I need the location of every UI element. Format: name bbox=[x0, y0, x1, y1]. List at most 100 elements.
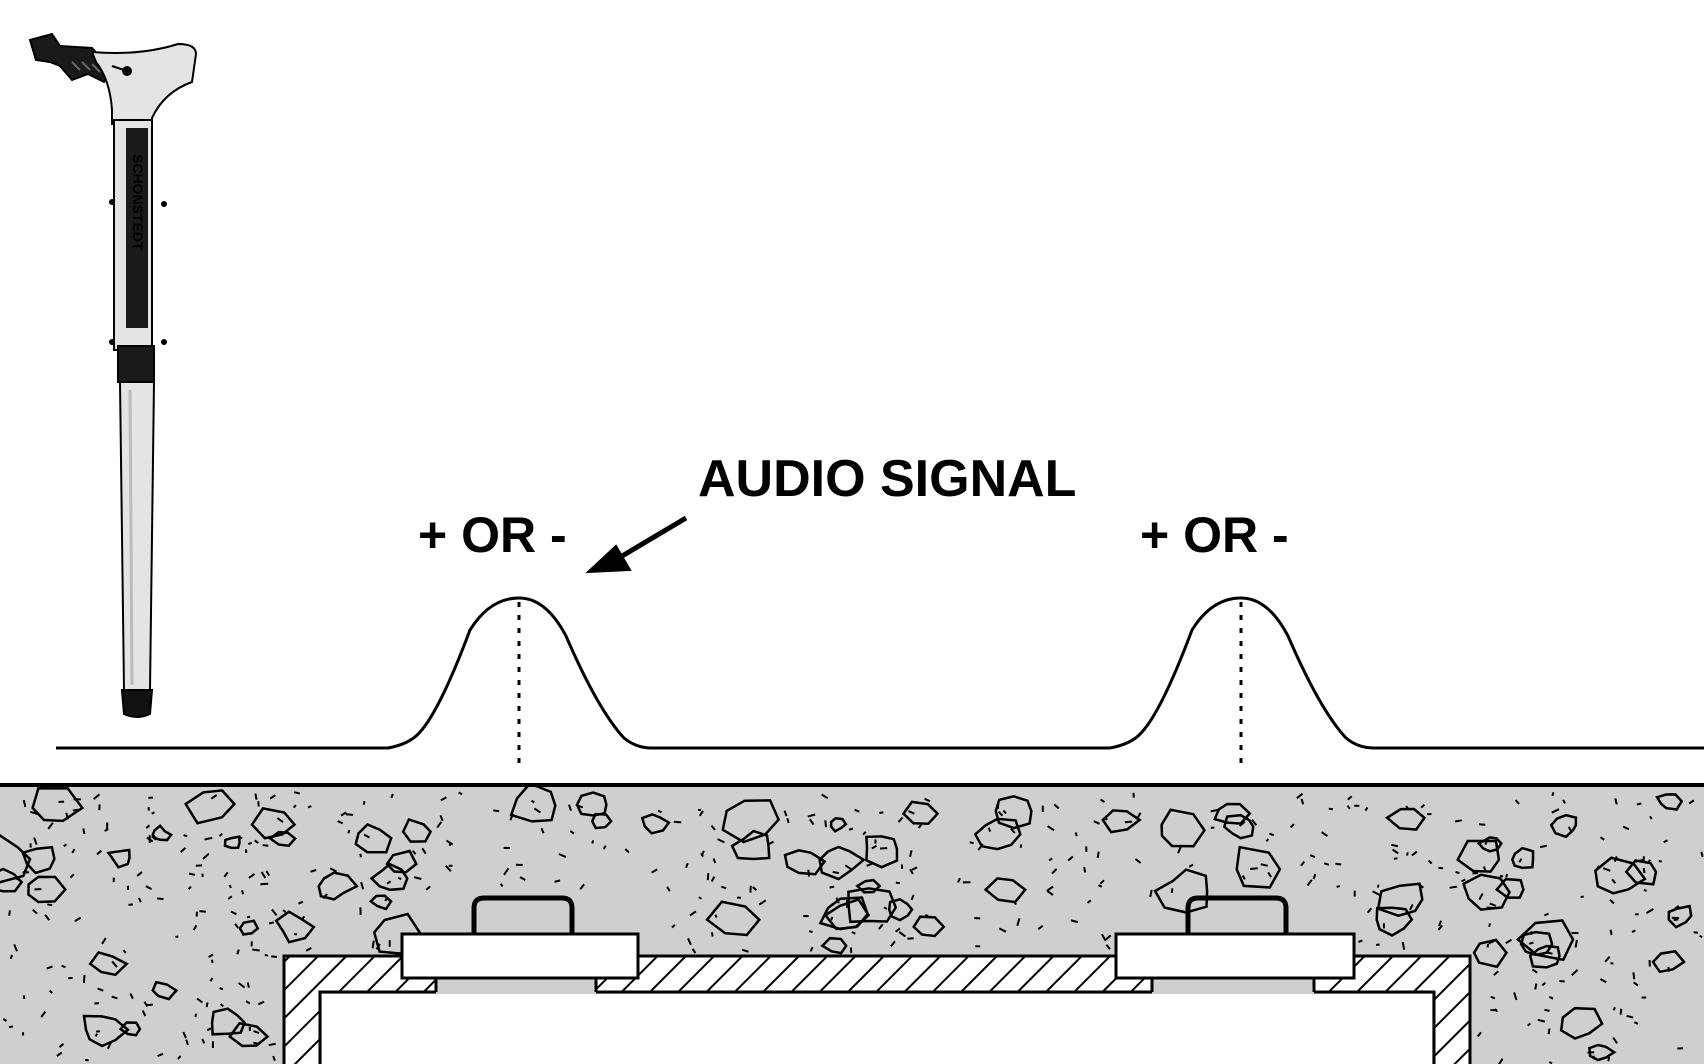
aggregate-speck bbox=[310, 869, 317, 873]
aggregate-stone bbox=[385, 849, 418, 874]
aggregate-speck bbox=[143, 1001, 149, 1008]
aggregate-speck bbox=[1613, 856, 1618, 862]
aggregate-speck bbox=[146, 836, 154, 843]
aggregate-speck bbox=[241, 890, 245, 895]
aggregate-speck bbox=[651, 868, 658, 874]
aggregate-speck bbox=[1096, 851, 1100, 858]
aggregate-speck bbox=[808, 930, 813, 933]
aggregate-speck bbox=[137, 897, 142, 903]
aggregate-speck bbox=[268, 1042, 276, 1047]
manhole-cover-right bbox=[1114, 895, 1356, 980]
aggregate-speck bbox=[371, 940, 375, 949]
aggregate-speck bbox=[1241, 875, 1246, 880]
aggregate-speck bbox=[1619, 1008, 1623, 1015]
aggregate-speck bbox=[72, 808, 79, 812]
aggregate-speck bbox=[1688, 799, 1695, 805]
audio-signal-trace bbox=[56, 596, 1704, 750]
aggregate-speck bbox=[1693, 931, 1699, 934]
aggregate-speck bbox=[1391, 843, 1399, 848]
aggregate-speck bbox=[44, 914, 50, 921]
aggregate-speck bbox=[1309, 854, 1316, 859]
aggregate-speck bbox=[458, 791, 463, 796]
aggregate-speck bbox=[101, 937, 107, 945]
aggregate-speck bbox=[1251, 819, 1258, 826]
aggregate-speck bbox=[238, 982, 246, 989]
aggregate-speck bbox=[898, 931, 906, 938]
aggregate-speck bbox=[188, 872, 196, 876]
aggregate-speck bbox=[911, 866, 918, 871]
aggregate-stone bbox=[1384, 807, 1427, 831]
aggregate-speck bbox=[671, 924, 676, 929]
aggregate-speck bbox=[1505, 938, 1513, 945]
aggregate-speck bbox=[63, 843, 68, 847]
aggregate-speck bbox=[996, 801, 1000, 809]
aggregate-speck bbox=[1449, 885, 1458, 889]
aggregate-speck bbox=[347, 829, 351, 834]
aggregate-speck bbox=[1134, 858, 1142, 864]
aggregate-stone bbox=[1494, 877, 1525, 899]
aggregate-speck bbox=[1391, 848, 1399, 855]
aggregate-speck bbox=[413, 876, 422, 880]
aggregate-speck bbox=[1474, 874, 1480, 879]
aggregate-stone bbox=[238, 919, 260, 936]
aggregate-speck bbox=[998, 927, 1007, 933]
aggregate-speck bbox=[1409, 903, 1414, 911]
aggregate-speck bbox=[1486, 943, 1490, 948]
aggregate-speck bbox=[830, 916, 834, 921]
aggregate-speck bbox=[1149, 889, 1153, 898]
aggregate-speck bbox=[1478, 893, 1484, 901]
aggregate-stone bbox=[823, 897, 871, 931]
aggregate-speck bbox=[128, 903, 134, 906]
aggregate-stone bbox=[1667, 904, 1693, 929]
aggregate-speck bbox=[1210, 808, 1219, 813]
aggregate-speck bbox=[65, 812, 69, 820]
aggregate-speck bbox=[1514, 799, 1520, 805]
aggregate-speck bbox=[1478, 823, 1486, 826]
aggregate-speck bbox=[657, 809, 662, 814]
aggregate-speck bbox=[71, 848, 76, 854]
aggregate-speck bbox=[1599, 836, 1605, 841]
aggregate-speck bbox=[1265, 838, 1270, 843]
aggregate-speck bbox=[1135, 812, 1142, 821]
aggregate-speck bbox=[1170, 888, 1174, 894]
aggregate-speck bbox=[1484, 838, 1489, 846]
aggregate-stone bbox=[1559, 1006, 1604, 1040]
aggregate-speck bbox=[1486, 906, 1494, 910]
aggregate-stone bbox=[1461, 873, 1511, 911]
aggregate-stone bbox=[210, 1007, 247, 1036]
aggregate-speck bbox=[230, 910, 237, 916]
aggregate-speck bbox=[758, 899, 767, 906]
aggregate-speck bbox=[199, 910, 206, 913]
aggregate-speck bbox=[1493, 970, 1499, 976]
aggregate-speck bbox=[969, 841, 974, 845]
aggregate-speck bbox=[554, 879, 561, 883]
aggregate-speck bbox=[493, 809, 500, 813]
aggregate-stone bbox=[973, 817, 1022, 851]
aggregate-speck bbox=[202, 852, 210, 860]
aggregate-stone bbox=[730, 829, 771, 861]
aggregate-stone bbox=[1235, 845, 1282, 889]
aggregate-speck bbox=[1336, 885, 1341, 888]
aggregate-speck bbox=[1250, 867, 1258, 870]
aggregate-stone bbox=[1456, 839, 1501, 873]
aggregate-speck bbox=[1609, 899, 1615, 905]
aggregate-speck bbox=[397, 876, 402, 881]
aggregate-speck bbox=[8, 910, 11, 916]
aggregate-speck bbox=[237, 835, 243, 840]
aggregate-speck bbox=[720, 885, 727, 890]
aggregate-speck bbox=[145, 885, 152, 890]
aggregate-speck bbox=[209, 977, 214, 982]
aggregate-speck bbox=[196, 997, 203, 1004]
aggregate-speck bbox=[987, 827, 992, 832]
aggregate-speck bbox=[1546, 951, 1553, 955]
aggregate-speck bbox=[1461, 878, 1466, 883]
aggregate-speck bbox=[666, 886, 671, 892]
aggregate-speck bbox=[568, 804, 572, 812]
aggregate-speck bbox=[1643, 888, 1647, 892]
aggregate-stone bbox=[151, 824, 173, 842]
aggregate-stone bbox=[0, 834, 32, 884]
aggregate-speck bbox=[910, 894, 915, 901]
aggregate-stone bbox=[401, 817, 433, 843]
aggregate-speck bbox=[1543, 912, 1549, 917]
aggregate-speck bbox=[741, 948, 749, 953]
